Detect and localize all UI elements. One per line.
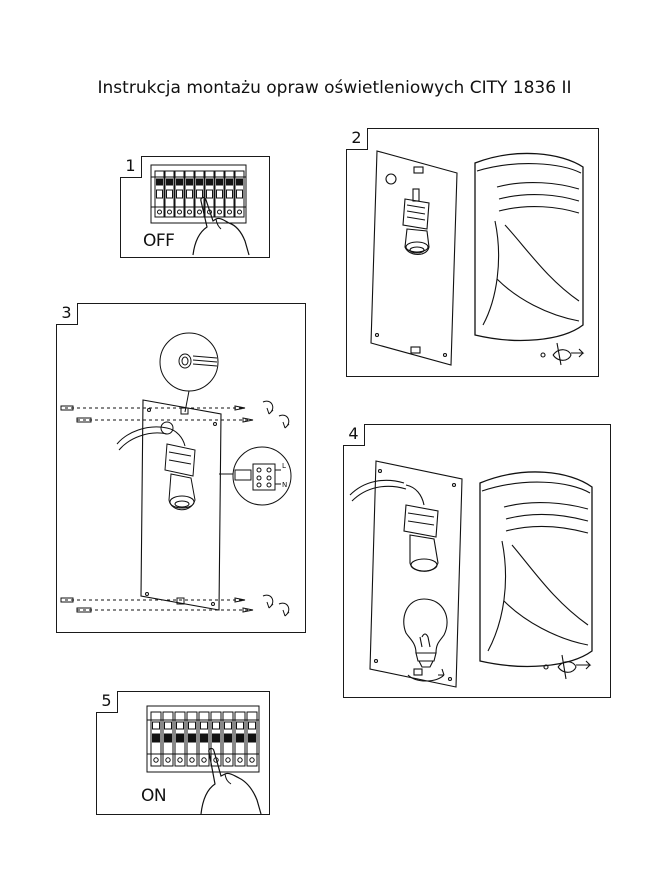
step-5-panel: 5 ON [96, 691, 270, 815]
step-4-panel: 4 [343, 424, 611, 698]
step-2-panel: 2 [346, 128, 599, 377]
bulb-insertion-drawing [349, 460, 593, 688]
step-1-number: 1 [120, 156, 142, 178]
breaker-panel-on-drawing [146, 705, 262, 815]
step-2-number: 2 [346, 128, 368, 150]
step-1-panel: 1 OFF [120, 156, 270, 258]
terminal-label-n: N [282, 481, 287, 489]
document-title: Instrukcja montażu opraw oświetleniowych… [97, 78, 572, 98]
terminal-label-l: L [282, 462, 286, 470]
wall-mounting-wiring-drawing: L N [60, 332, 292, 617]
step-3-panel: 3 [56, 303, 306, 633]
breaker-panel-off-drawing [150, 164, 250, 256]
off-label: OFF [143, 231, 175, 251]
step-5-number: 5 [96, 691, 118, 713]
step-4-number: 4 [343, 424, 365, 446]
step-3-number: 3 [56, 303, 78, 325]
on-label: ON [141, 786, 167, 806]
mounting-plate-and-housing-drawing [370, 150, 585, 366]
